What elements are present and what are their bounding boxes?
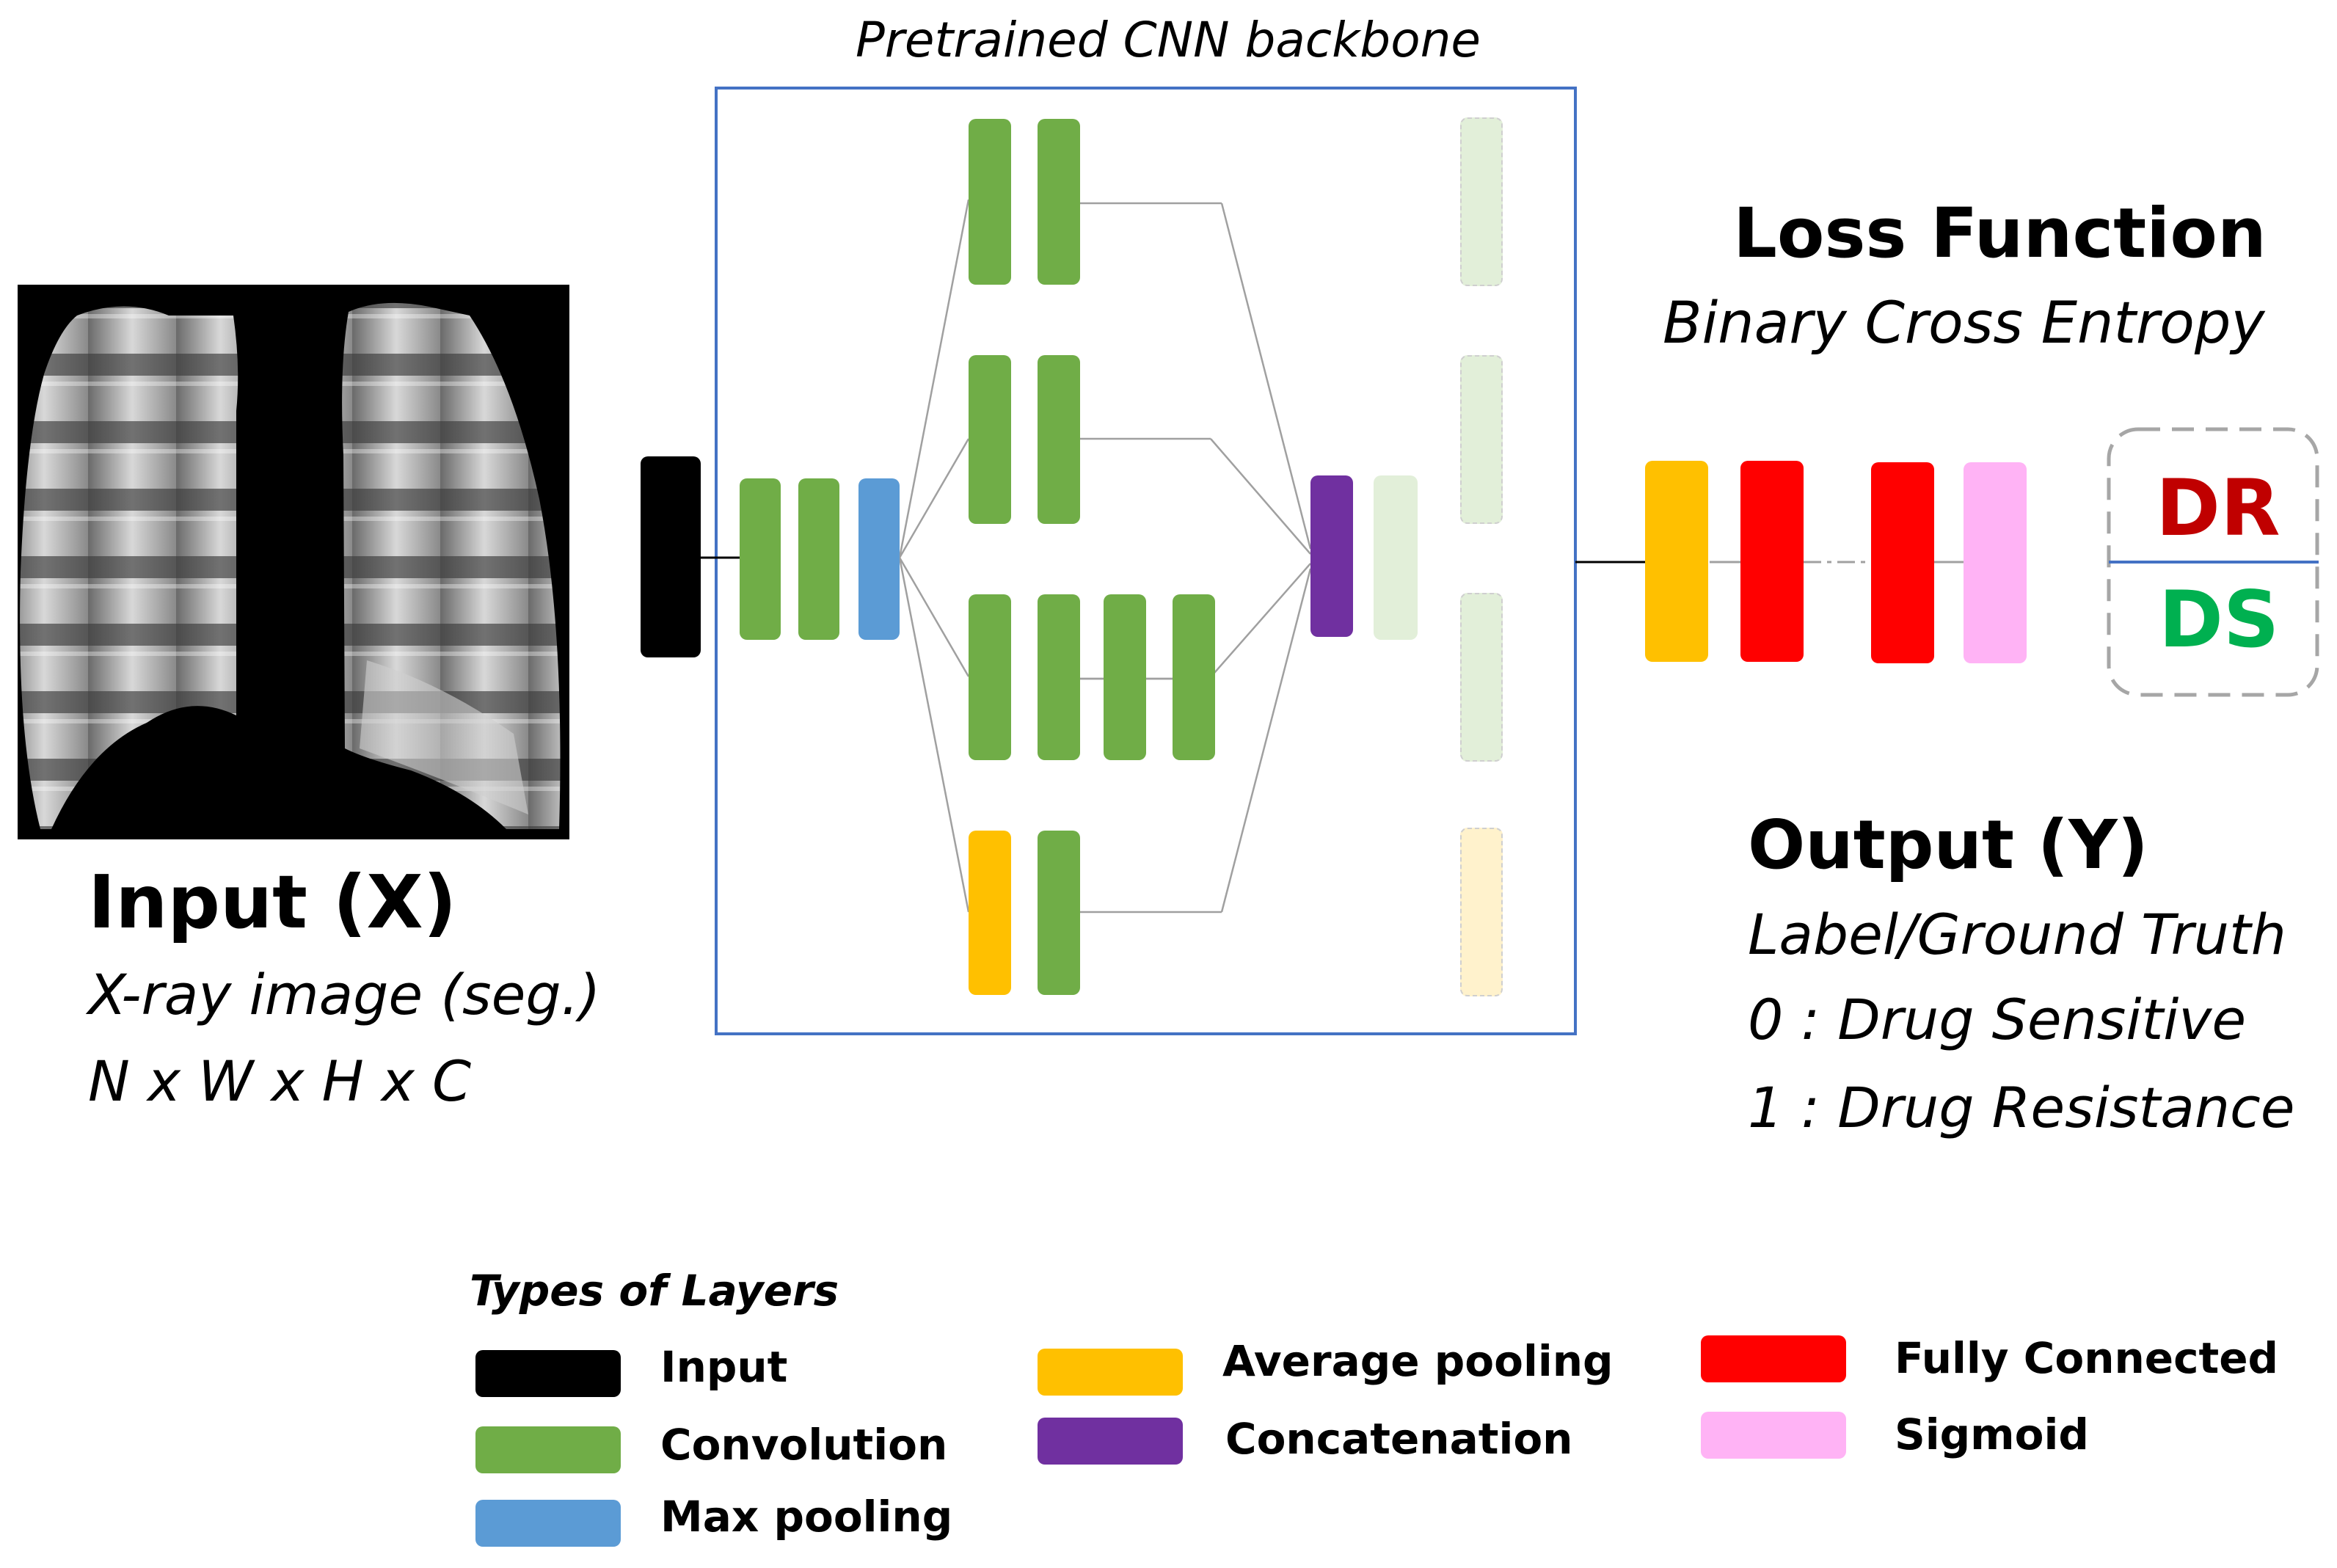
- input-shape: N x W x H x C: [88, 1049, 472, 1114]
- concatenation-layer: [1310, 475, 1353, 637]
- faded-convolution-layer: [1460, 117, 1503, 286]
- xray-image: [18, 285, 569, 839]
- loss-subtitle: Binary Cross Entropy: [1663, 291, 2265, 357]
- class-label-dr: DR: [2156, 463, 2281, 553]
- convolution-layer: [969, 355, 1011, 524]
- convolution-layer: [1104, 594, 1146, 760]
- legend-swatch-average-pooling: [1038, 1349, 1183, 1396]
- legend-swatch-concatenation: [1038, 1418, 1183, 1465]
- input-title: Input (X): [88, 859, 457, 945]
- fully-connected-layer: [1740, 461, 1804, 662]
- output-title: Output (Y): [1748, 806, 2148, 884]
- convolution-layer: [969, 119, 1011, 285]
- sigmoid-layer: [1964, 462, 2027, 663]
- legend-swatch-convolution: [475, 1426, 621, 1473]
- convolution-layer: [1038, 119, 1080, 285]
- legend-swatch-fully-connected: [1701, 1335, 1846, 1382]
- max-pooling-layer: [858, 478, 900, 640]
- legend-swatch-max-pooling: [475, 1500, 621, 1547]
- class-label-ds: DS: [2159, 575, 2280, 665]
- convolution-layer: [1038, 355, 1080, 524]
- average-pooling-layer: [1645, 461, 1708, 662]
- output-line-2: 0 : Drug Sensitive: [1748, 987, 2247, 1052]
- legend-label-fully-connected: Fully Connected: [1895, 1333, 2279, 1383]
- backbone-title: Pretrained CNN backbone: [856, 12, 1481, 68]
- legend-label-input: Input: [660, 1342, 788, 1392]
- faded-convolution-layer: [1460, 355, 1503, 524]
- faded-average-pooling-layer: [1460, 828, 1503, 996]
- legend-title: Types of Layers: [470, 1266, 839, 1316]
- convolution-layer: [798, 478, 839, 640]
- loss-title: Loss Function: [1733, 194, 2267, 274]
- output-line-3: 1 : Drug Resistance: [1748, 1075, 2295, 1140]
- legend-swatch-input: [475, 1350, 621, 1397]
- legend-label-convolution: Convolution: [660, 1420, 948, 1470]
- convolution-layer: [1038, 831, 1080, 995]
- convolution-layer: [1173, 594, 1215, 760]
- input-layer: [641, 456, 701, 657]
- convolution-layer: [740, 478, 781, 640]
- convolution-layer: [969, 594, 1011, 760]
- legend-label-sigmoid: Sigmoid: [1895, 1410, 2089, 1459]
- input-description: X-ray image (seg.): [88, 962, 601, 1027]
- faded-convolution-layer: [1460, 593, 1503, 762]
- average-pooling-layer: [969, 831, 1011, 995]
- convolution-layer: [1038, 594, 1080, 760]
- faded-convolution-layer: [1374, 475, 1418, 640]
- legend-label-concatenation: Concatenation: [1225, 1414, 1573, 1464]
- legend-label-average-pooling: Average pooling: [1222, 1336, 1614, 1386]
- fully-connected-layer: [1871, 462, 1934, 663]
- legend-swatch-sigmoid: [1701, 1412, 1846, 1459]
- legend-label-max-pooling: Max pooling: [660, 1492, 953, 1542]
- backbone-frame: [715, 87, 1577, 1035]
- branch-lines: [701, 199, 1312, 914]
- output-line-1: Label/Ground Truth: [1748, 902, 2286, 967]
